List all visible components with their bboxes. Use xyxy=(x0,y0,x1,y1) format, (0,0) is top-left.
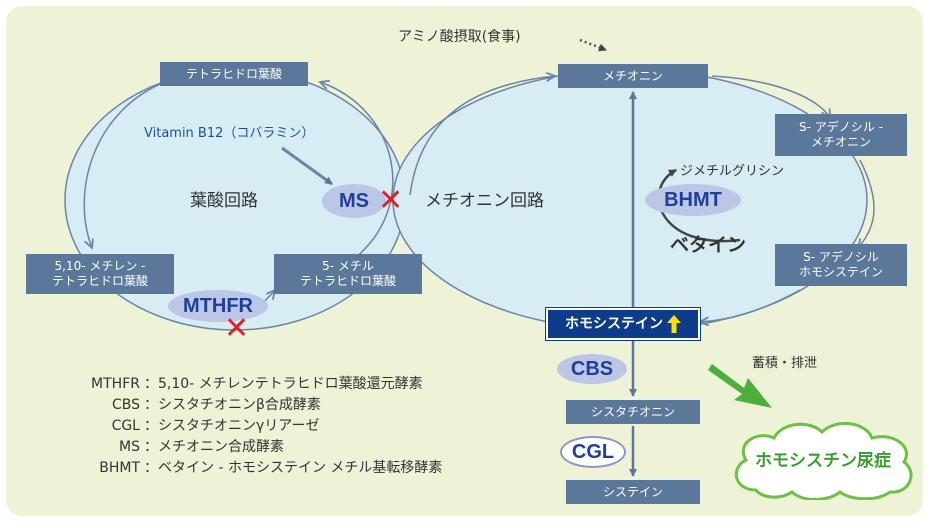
enzyme-legend: MTHFR：5,10- メチレンテトラヒドロ葉酸還元酵素 CBS：シスタチオニン… xyxy=(52,374,442,479)
node-cysteine: システイン xyxy=(566,480,700,504)
betaine-label: ベタイン xyxy=(670,234,747,256)
legend-abbr: CGL xyxy=(111,418,140,434)
node-methylene-thf: 5,10- メチレン - テトラヒドロ葉酸 xyxy=(26,254,174,294)
enzyme-cbs: CBS xyxy=(557,354,627,384)
node-thf: テトラヒドロ葉酸 xyxy=(160,62,308,86)
arrow-thf-to-methylene xyxy=(83,81,166,248)
homocystinuria-cloud-icon xyxy=(734,421,913,500)
legend-row: CBS：シスタチオニンβ合成酵素 xyxy=(52,395,442,416)
node-sah: S- アデノシル ホモシステイン xyxy=(775,244,907,286)
legend-row: CGL：シスタチオニンγリアーゼ xyxy=(52,416,442,437)
legend-abbr: MTHFR xyxy=(91,376,140,392)
arrow-sah-to-homocysteine xyxy=(700,289,801,322)
node-methyl-thf: 5- メチル テトラヒドロ葉酸 xyxy=(274,254,422,294)
arrow-betaine-to-dmg xyxy=(657,168,741,243)
arrow-amino-acid-intake xyxy=(579,38,607,52)
ms-inhibition-cross-icon: ✕ xyxy=(378,183,404,218)
arrow-to-methionine xyxy=(409,76,555,196)
arrow-methyl-to-thf xyxy=(320,82,394,263)
legend-row: BHMT：ベタイン - ホモシステイン メチル基転移酵素 xyxy=(52,458,442,479)
accumulation-label: 蓄積・排泄 xyxy=(752,356,818,371)
legend-abbr: MS xyxy=(119,439,140,455)
legend-desc: ：5,10- メチレンテトラヒドロ葉酸還元酵素 xyxy=(144,376,423,392)
arrow-methionine-to-sam xyxy=(711,75,830,118)
mthfr-inhibition-cross-icon: ✕ xyxy=(224,311,250,346)
node-sam: S- アデノシル - メチオニン xyxy=(775,114,907,156)
homocysteine-label: ホモシステイン xyxy=(565,315,663,332)
legend-desc: ：ベタイン - ホモシステイン メチル基転移酵素 xyxy=(144,460,443,476)
folate-cycle-label: 葉酸回路 xyxy=(190,191,258,211)
enzyme-ms: MS xyxy=(322,184,386,218)
enzyme-mthfr: MTHFR xyxy=(168,290,268,322)
arrow-accumulation xyxy=(708,364,772,408)
legend-desc: ：メチオニン合成酵素 xyxy=(144,439,284,455)
homocystinuria-label: ホモシスチン尿症 xyxy=(755,450,891,471)
enzyme-cgl: CGL xyxy=(560,436,626,468)
legend-abbr: CBS xyxy=(111,397,140,413)
enzyme-bhmt: BHMT xyxy=(645,184,741,216)
legend-row: MTHFR：5,10- メチレンテトラヒドロ葉酸還元酵素 xyxy=(52,374,442,395)
arrow-sam-to-sah xyxy=(858,159,875,248)
dimethylglycine-label: ジメチルグリシン xyxy=(680,164,785,179)
node-homocysteine: ホモシステイン xyxy=(546,308,700,340)
amino-acid-intake-label: アミノ酸摂取(食事) xyxy=(398,29,521,45)
legend-abbr: BHMT xyxy=(99,460,140,476)
legend-row: MS：メチオニン合成酵素 xyxy=(52,437,442,458)
increase-arrow-icon xyxy=(667,315,681,333)
methionine-cycle-label: メチオニン回路 xyxy=(425,191,544,211)
legend-desc: ：シスタチオニンβ合成酵素 xyxy=(144,397,321,413)
node-methionine: メチオニン xyxy=(558,64,708,88)
node-cystathionine: シスタチオニン xyxy=(566,400,700,424)
vitamin-b12-label: Vitamin B12（コバラミン） xyxy=(144,126,315,141)
arrow-b12-to-ms xyxy=(281,146,333,186)
legend-desc: ：シスタチオニンγリアーゼ xyxy=(144,418,320,434)
